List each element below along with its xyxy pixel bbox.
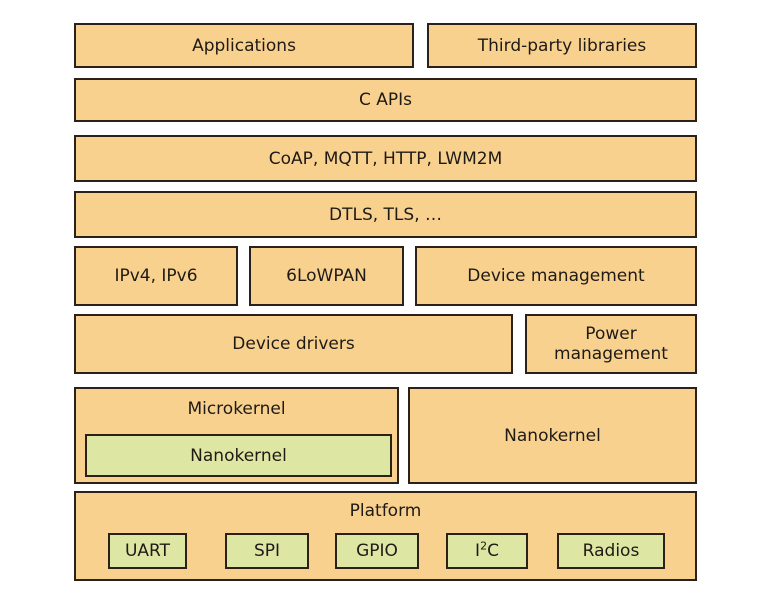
security-label: DTLS, TLS, … (329, 204, 442, 225)
applications-layer: Applications (74, 23, 414, 68)
i2c-component: I2C (446, 533, 528, 569)
protocols-layer: CoAP, MQTT, HTTP, LWM2M (74, 135, 697, 182)
spi-component: SPI (225, 533, 309, 569)
micro-nanokernel-component: Nanokernel (85, 434, 392, 477)
spi-label: SPI (253, 541, 281, 561)
nanokernel-label: Nanokernel (504, 425, 601, 446)
platform-label: Platform (349, 501, 422, 521)
radios-component: Radios (557, 533, 665, 569)
ip-label: IPv4, IPv6 (114, 266, 198, 286)
device-drivers-layer: Device drivers (74, 314, 513, 374)
power-management-layer: Power management (525, 314, 697, 374)
microkernel-label: Microkernel (187, 399, 286, 419)
uart-label: UART (124, 541, 171, 561)
c-apis-layer: C APIs (74, 78, 697, 122)
uart-component: UART (108, 533, 187, 569)
c-apis-label: C APIs (358, 90, 413, 110)
applications-label: Applications (192, 35, 296, 56)
i2c-label: I2C (475, 539, 499, 561)
device-management-layer: Device management (415, 246, 697, 306)
security-layer: DTLS, TLS, … (74, 191, 697, 238)
third-party-libraries-layer: Third-party libraries (427, 23, 697, 68)
device-management-label: Device management (467, 266, 645, 286)
6lowpan-layer: 6LoWPAN (249, 246, 404, 306)
third-party-libraries-label: Third-party libraries (477, 35, 647, 56)
gpio-label: GPIO (356, 541, 398, 561)
nanokernel-layer: Nanokernel (408, 387, 697, 484)
6lowpan-label: 6LoWPAN (286, 266, 367, 286)
ip-layer: IPv4, IPv6 (74, 246, 238, 306)
micro-nanokernel-label: Nanokernel (190, 445, 287, 466)
power-management-label: Power management (554, 324, 668, 364)
device-drivers-label: Device drivers (232, 334, 355, 354)
protocols-label: CoAP, MQTT, HTTP, LWM2M (268, 148, 503, 169)
radios-label: Radios (582, 541, 640, 561)
gpio-component: GPIO (335, 533, 419, 569)
